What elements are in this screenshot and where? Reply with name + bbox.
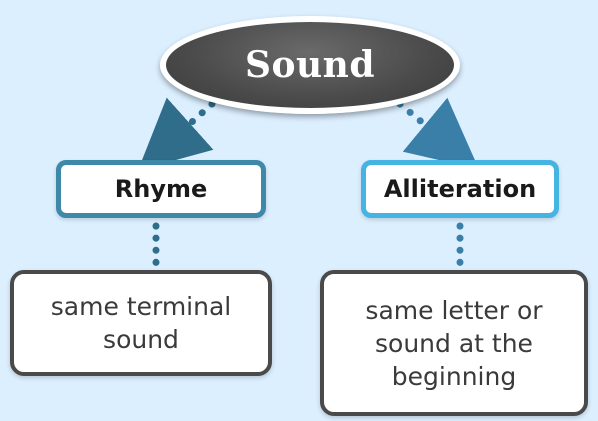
description-box-rhyme: same terminal sound — [10, 270, 272, 376]
description-line: same terminal — [50, 292, 232, 321]
branch-node-rhyme: Rhyme — [56, 160, 266, 218]
branch-label-rhyme: Rhyme — [114, 175, 208, 203]
connector-root-to-rhyme — [137, 97, 216, 171]
root-label: Sound — [244, 44, 376, 86]
description-line: same letter or — [365, 295, 543, 325]
connector-root-to-alliteration — [396, 97, 479, 170]
description-box-alliteration: same letter or sound at the beginning — [320, 270, 588, 416]
root-node: Sound — [160, 16, 460, 114]
description-line: sound at the — [375, 328, 533, 358]
description-line: beginning — [391, 361, 517, 391]
branch-node-alliteration: Alliteration — [361, 160, 559, 218]
branch-label-alliteration: Alliteration — [383, 175, 537, 203]
description-line: sound — [103, 325, 179, 354]
